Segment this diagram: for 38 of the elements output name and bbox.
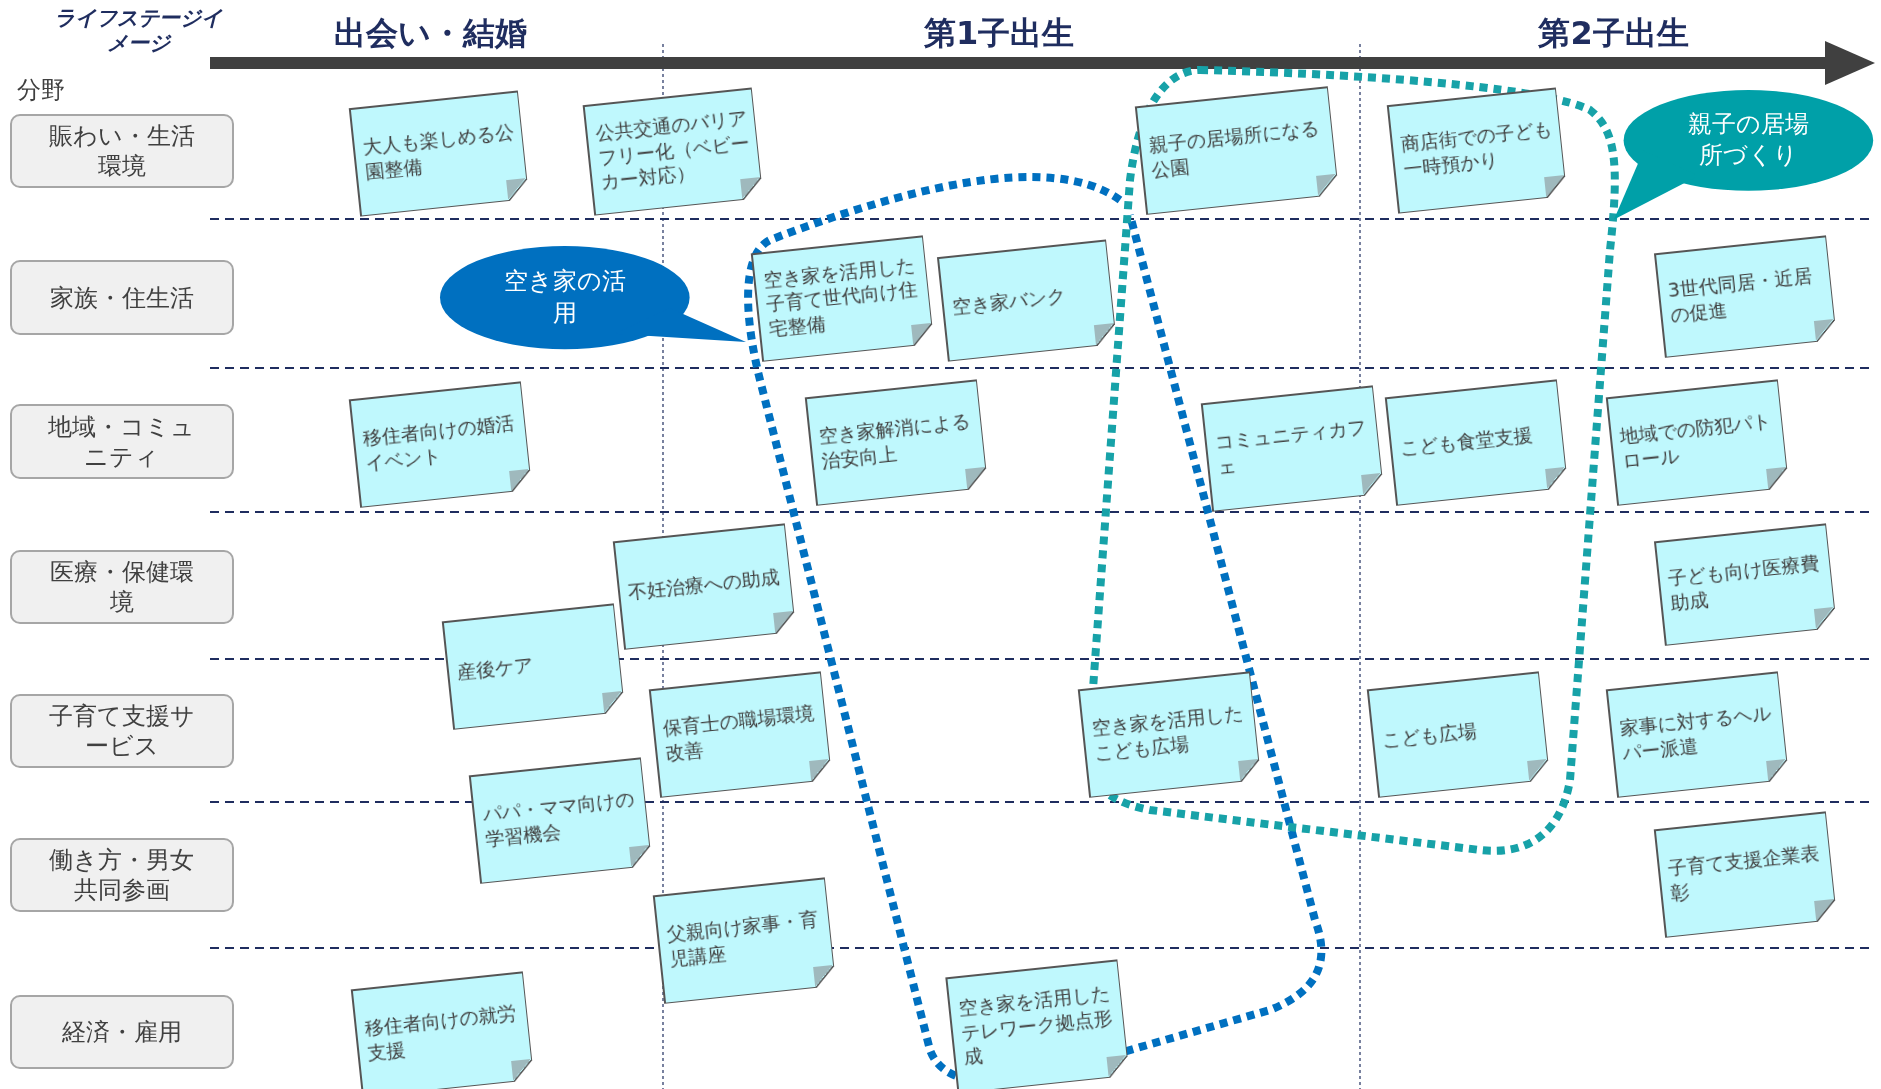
bubble-text: 親子の居場所づくり xyxy=(1686,109,1810,172)
sticky-note: 移住者向けの婚活イベント xyxy=(351,383,532,507)
sticky-note: 空き家を活用したこども広場 xyxy=(1079,673,1261,796)
category-label: 賑わい・生活環境 xyxy=(9,114,234,189)
category-label: 医療・保健環境 xyxy=(9,549,234,624)
sticky-note: こども広場 xyxy=(1368,673,1550,796)
sticky-note: コミュニティカフェ xyxy=(1203,387,1384,511)
sticky-note: 父親向け家事・育児講座 xyxy=(654,879,836,1003)
category-label: 地域・コミュニティ xyxy=(9,404,234,479)
sticky-note: 3世代同居・近居の促進 xyxy=(1655,237,1837,357)
sticky-note: 空き家を活用した子育て世代向け住宅整備 xyxy=(753,237,934,361)
sticky-note: 空き家解消による治安向上 xyxy=(807,381,988,505)
sticky-note: 家事に対するヘルパー派遣 xyxy=(1607,673,1789,796)
stage-heading: 第2子出生 xyxy=(1538,13,1689,54)
axis-label: 分野 xyxy=(16,75,65,107)
sticky-note: 商店街での子ども一時預かり xyxy=(1389,89,1567,213)
category-label: 経済・雇用 xyxy=(9,994,234,1070)
sticky-note: 産後ケア xyxy=(443,605,625,729)
stage-heading: 第1子出生 xyxy=(924,13,1075,54)
stage-label: ライフステージイメージ xyxy=(53,6,224,57)
sticky-note: 子ども向け医療費助成 xyxy=(1655,525,1837,645)
category-label: 働き方・男女共同参画 xyxy=(9,837,234,912)
bubble-text: 空き家の活用 xyxy=(503,266,628,329)
sticky-note: 親子の居場所になる公園 xyxy=(1137,88,1339,214)
sticky-note: 保育士の職場環境改善 xyxy=(651,673,832,796)
stage-heading: 出会い・結婚 xyxy=(333,13,527,54)
sticky-note: 大人も楽しめる公園整備 xyxy=(351,92,529,215)
sticky-note: 公共交通のバリアフリー化（ベビーカー対応） xyxy=(585,89,763,215)
category-label: 子育て支援サービス xyxy=(9,693,234,768)
sticky-note: 地域での防犯パトロール xyxy=(1607,381,1789,505)
sticky-note: 移住者向けの就労支援 xyxy=(352,973,534,1089)
sticky-note: 不妊治療への助成 xyxy=(615,525,796,649)
category-label: 家族・住生活 xyxy=(9,260,234,335)
sticky-note: こども食堂支援 xyxy=(1386,381,1568,505)
sticky-note: パパ・ママ向けの学習機会 xyxy=(471,759,652,883)
sticky-note: 空き家バンク xyxy=(939,241,1117,361)
sticky-note: 空き家を活用したテレワーク拠点形成 xyxy=(947,961,1129,1089)
sticky-note: 子育て支援企業表彰 xyxy=(1655,813,1837,937)
